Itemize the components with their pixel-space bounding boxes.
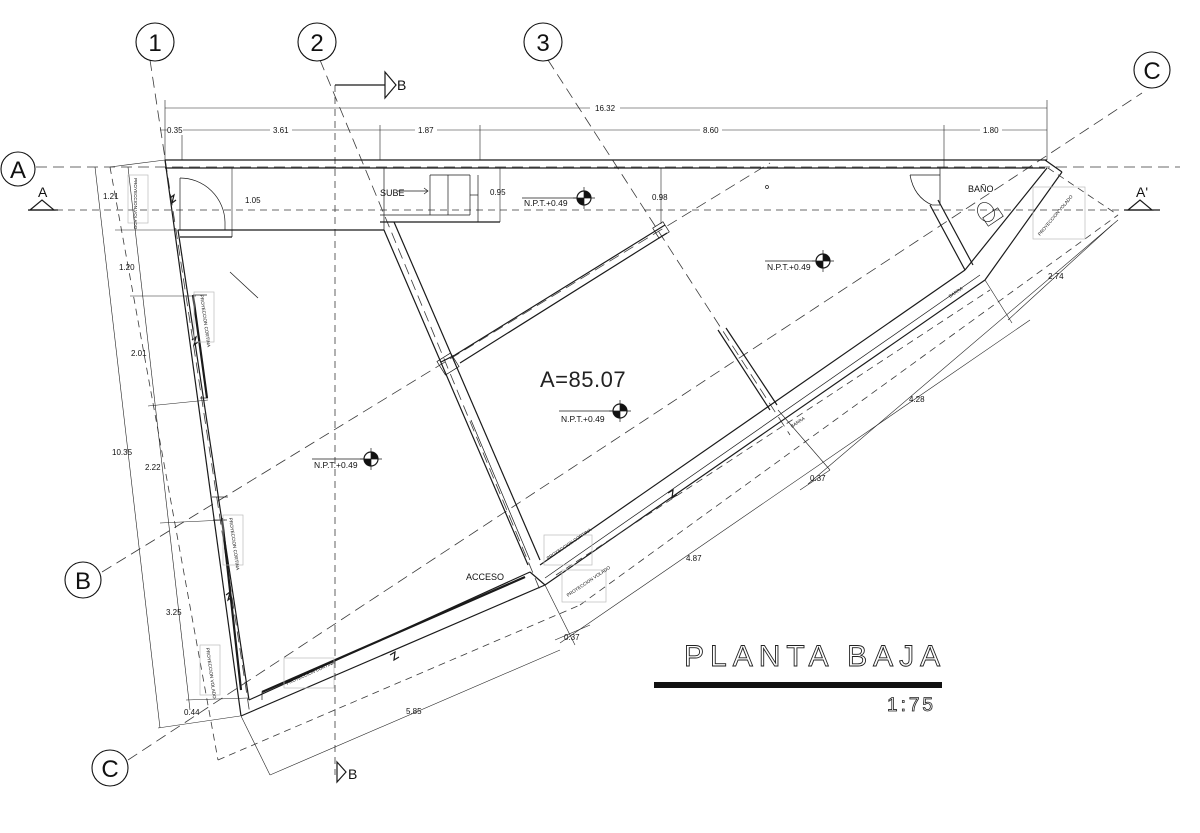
plan-scale: 1:75 — [887, 695, 936, 716]
level-text-2: N.P.T.+0.49 — [767, 262, 811, 272]
dim-bottom-037a: 0.37 — [564, 633, 580, 642]
level-marker-1: N.P.T.+0.49 — [522, 187, 595, 209]
dim-top-3: 1.87 — [418, 126, 434, 135]
grid-bubbles: 1 2 3 A B C C — [0, 22, 1171, 787]
dim-bottom-487: 4.87 — [686, 554, 702, 563]
dim-inner-105: 1.05 — [245, 196, 261, 205]
label-proy-cortina-4: PROYECCION CORTINA — [546, 527, 593, 561]
dim-inner-095: 0.95 — [490, 188, 506, 197]
axis-line-b — [101, 162, 771, 573]
svg-text:A: A — [10, 157, 26, 184]
label-proy-cortina-3: PROYECCION CORTINA — [285, 660, 336, 686]
grid-bubble-a: A — [0, 151, 36, 187]
level-marker-2: N.P.T.+0.49 — [765, 250, 834, 272]
axis-line-3 — [547, 59, 791, 436]
svg-text:B: B — [348, 766, 357, 782]
label-barra-2: BARRA — [790, 415, 807, 429]
area-label: A=85.07 — [540, 367, 626, 392]
grid-bubble-c-left: C — [91, 749, 129, 787]
svg-text:C: C — [1143, 58, 1160, 85]
grid-bubble-1: 1 — [135, 22, 175, 62]
projection-lines — [109, 166, 1119, 761]
plan-title: PLANTA BAJA — [684, 640, 946, 673]
dim-left-overall: 10.35 — [112, 448, 133, 457]
section-marker-b-top: B — [335, 70, 406, 100]
room-labels: SUBE BAÑO ACCESO BARRA BARRA PROYECCION … — [133, 178, 1074, 699]
svg-text:A: A — [38, 184, 48, 200]
section-markers: A A' B B — [28, 70, 1160, 784]
label-proy-cortina-2: PROYECCION CORTINA — [228, 517, 240, 571]
dim-top-1: 0.35 — [167, 126, 183, 135]
walls — [164, 159, 1063, 717]
grid-bubble-c-right: C — [1133, 51, 1171, 89]
dim-right-037b: 0.37 — [810, 474, 826, 483]
toilet-icon — [977, 202, 1004, 227]
axis-line-2 — [319, 59, 541, 591]
dim-left-2: 1.20 — [119, 263, 135, 272]
grid-bubble-3: 3 — [523, 22, 563, 62]
grid-bubble-b: B — [64, 561, 102, 599]
level-marker-4: N.P.T.+0.49 — [312, 448, 382, 470]
svg-text:A': A' — [1136, 184, 1148, 200]
section-marker-b-bottom: B — [336, 760, 357, 784]
dimension-texts: 16.32 0.35 3.61 1.87 8.60 1.80 10.35 1.2… — [103, 103, 1064, 717]
svg-text:B: B — [75, 568, 91, 595]
svg-text:1: 1 — [148, 30, 161, 57]
level-markers: N.P.T.+0.49 N.P.T.+0.49 N.P.T.+0.49 N.P.… — [312, 187, 834, 470]
section-marker-a-left: A — [28, 184, 58, 211]
dimension-lines — [94, 100, 1119, 776]
dim-bottom-585: 5.85 — [406, 707, 422, 716]
label-proy-volado-bl: PROYECCION VOLADO — [205, 647, 217, 699]
dim-left-3: 2.01 — [131, 349, 147, 358]
grid-axes — [36, 59, 1180, 775]
dim-top-2: 3.61 — [273, 126, 289, 135]
level-text-1: N.P.T.+0.49 — [524, 198, 568, 208]
dim-left-6: 0.44 — [184, 708, 200, 717]
section-marker-a-right: A' — [1124, 184, 1160, 211]
level-text-3: N.P.T.+0.49 — [561, 414, 605, 424]
label-proy-volado-tl: PROYECCION VOLADO — [133, 178, 138, 230]
dim-overall-top: 16.32 — [595, 104, 616, 113]
title-underline — [654, 682, 942, 688]
svg-text:B: B — [397, 77, 406, 93]
dim-left-1: 1.21 — [103, 192, 119, 201]
dim-top-5: 1.80 — [983, 126, 999, 135]
label-bano: BAÑO — [968, 184, 994, 194]
dim-left-4: 2.22 — [145, 463, 161, 472]
grid-bubble-2: 2 — [297, 22, 337, 62]
label-sube: SUBE — [380, 188, 405, 198]
svg-text:2: 2 — [310, 30, 323, 57]
dim-inner-098: 0.98 — [652, 193, 668, 202]
label-proy-cortina-1: PROYECCION CORTINA — [199, 294, 211, 348]
title-block: PLANTA BAJA 1:75 — [654, 640, 946, 716]
svg-text:C: C — [101, 756, 118, 783]
dim-left-5: 3.25 — [166, 608, 182, 617]
dim-right-428: 4.28 — [909, 395, 925, 404]
dim-top-4: 8.60 — [703, 126, 719, 135]
svg-text:3: 3 — [536, 30, 549, 57]
axis-line-c — [127, 92, 1143, 761]
level-marker-3: N.P.T.+0.49 — [559, 400, 631, 424]
dim-right-274: 2.74 — [1048, 272, 1064, 281]
level-text-4: N.P.T.+0.49 — [314, 460, 358, 470]
label-frames — [127, 174, 1086, 696]
label-acceso: ACCESO — [466, 572, 504, 582]
